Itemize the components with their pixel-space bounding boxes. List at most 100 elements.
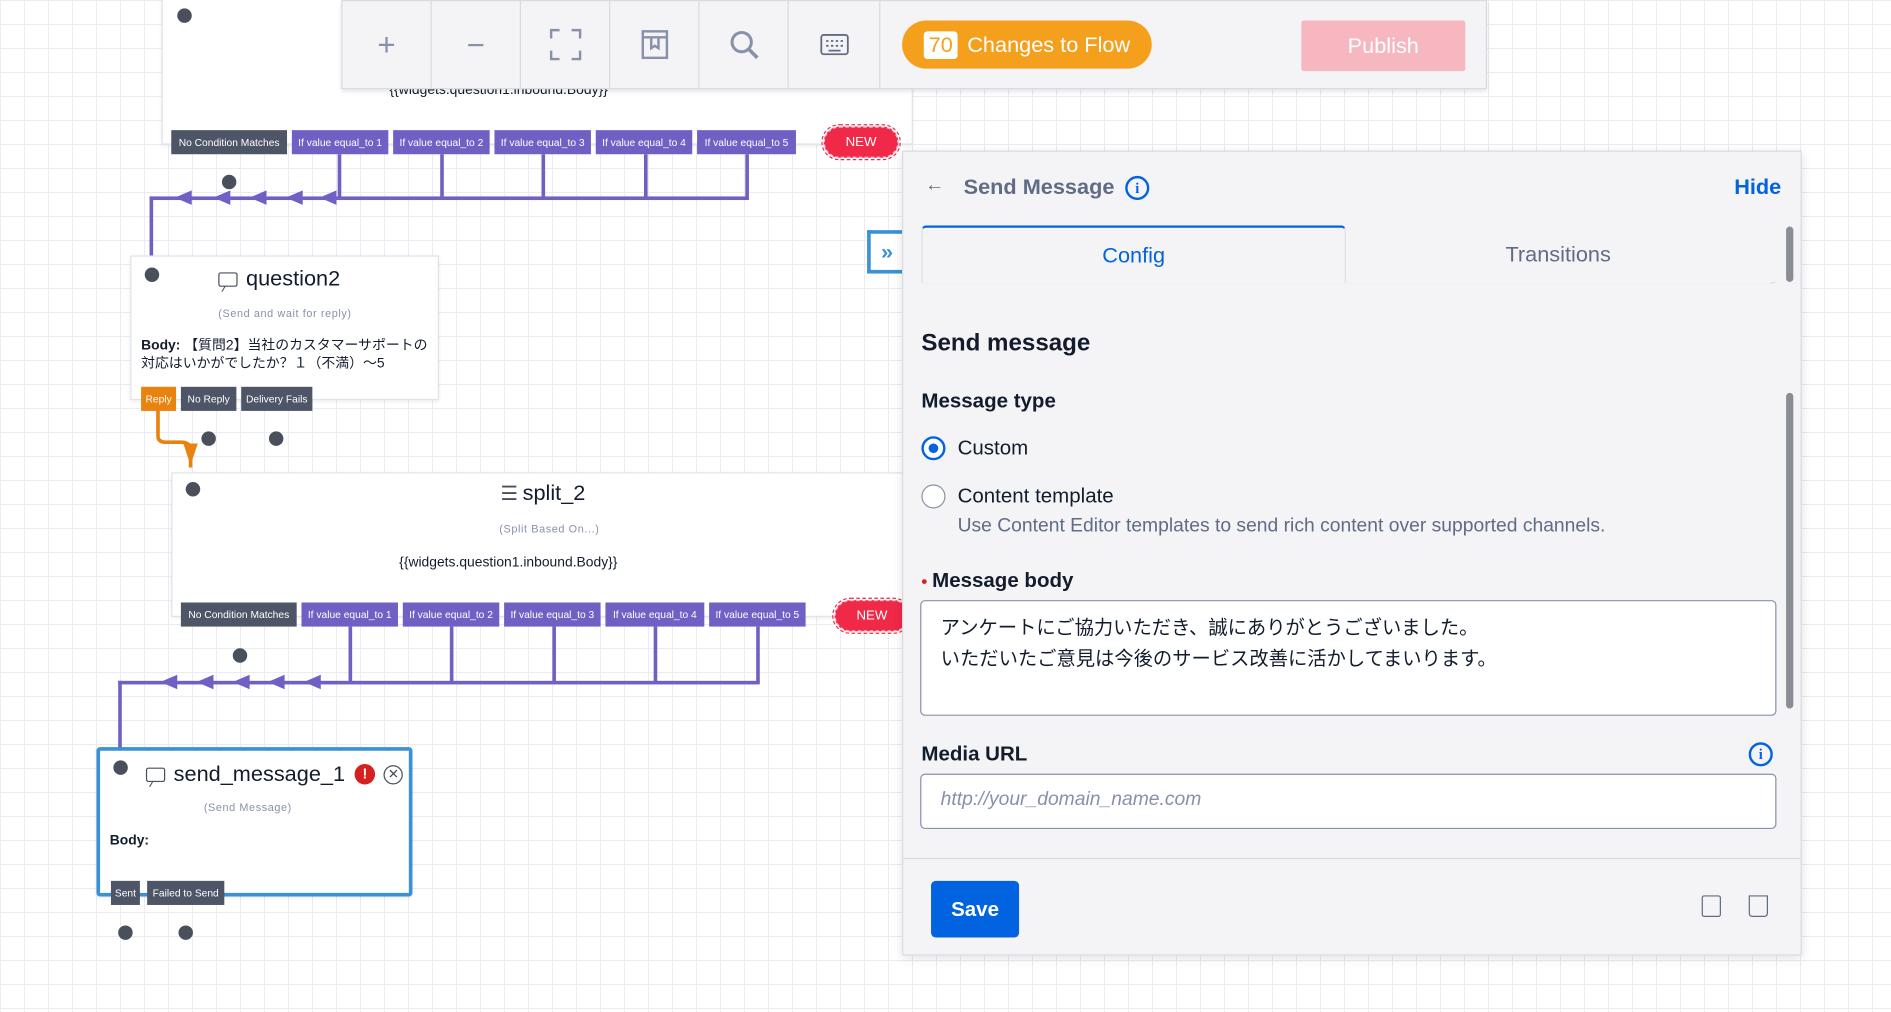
transition-delivery-fails[interactable]: Delivery Fails xyxy=(241,386,313,411)
duplicate-icon[interactable] xyxy=(1701,895,1721,918)
connector-line xyxy=(149,196,749,201)
back-arrow-icon[interactable]: ← xyxy=(925,174,945,196)
search-svg xyxy=(729,31,759,60)
connector-handle[interactable] xyxy=(268,431,284,446)
transition-no-reply[interactable]: No Reply xyxy=(180,386,237,411)
transition-equal-4[interactable]: If value equal_to 4 xyxy=(605,602,705,627)
connector-handle[interactable] xyxy=(178,925,193,940)
connector-handle[interactable] xyxy=(221,174,237,190)
radio-content-template-label[interactable]: Content template xyxy=(957,484,1114,508)
transition-equal-1[interactable]: If value equal_to 1 xyxy=(301,602,398,627)
panel-footer: Save xyxy=(903,857,1801,957)
zoom-out-icon[interactable]: − xyxy=(432,0,521,90)
reply-connector xyxy=(156,409,198,468)
search-icon[interactable] xyxy=(699,0,789,90)
info-icon[interactable]: i xyxy=(1125,175,1150,201)
delete-icon[interactable] xyxy=(1748,895,1768,918)
widget-title: question2 xyxy=(218,266,340,291)
connector-line xyxy=(552,626,556,683)
transition-reply[interactable]: Reply xyxy=(141,386,177,411)
tabs-scrollbar[interactable] xyxy=(1786,226,1794,282)
changes-to-flow-button[interactable]: 70 Changes to Flow xyxy=(902,20,1152,69)
chat-icon xyxy=(145,766,166,782)
transition-equal-4[interactable]: If value equal_to 4 xyxy=(595,130,693,155)
transition-equal-1[interactable]: If value equal_to 1 xyxy=(291,130,389,155)
panel-header: ← Send Message i Hide xyxy=(903,152,1800,224)
transition-equal-2[interactable]: If value equal_to 2 xyxy=(393,130,490,155)
required-indicator: • xyxy=(921,571,928,591)
split-icon: ☰ xyxy=(500,483,518,505)
widget-input-dot[interactable] xyxy=(185,482,201,497)
transition-equal-5[interactable]: If value equal_to 5 xyxy=(709,602,806,627)
transition-no-condition[interactable]: No Condition Matches xyxy=(180,602,297,627)
radio-content-template[interactable] xyxy=(921,484,946,509)
widget-send-message-1[interactable]: send_message_1 ! ✕ (Send Message) Body: xyxy=(96,747,413,897)
notes-icon[interactable] xyxy=(610,0,700,90)
transition-failed-to-send[interactable]: Failed to Send xyxy=(147,880,225,905)
connector-line xyxy=(756,626,760,683)
transition-no-condition[interactable]: No Condition Matches xyxy=(171,130,288,155)
new-transition-button[interactable]: NEW xyxy=(821,124,901,161)
transition-equal-3[interactable]: If value equal_to 3 xyxy=(504,602,601,627)
widget-subtitle: (Send and wait for reply) xyxy=(218,307,352,320)
connector-arrow xyxy=(160,674,178,690)
widget-title: ☰ split_2 xyxy=(500,481,585,506)
transition-equal-3[interactable]: If value equal_to 3 xyxy=(494,130,591,155)
connector-line xyxy=(541,154,546,198)
fit-screen-icon[interactable] xyxy=(521,0,611,90)
canvas-toolbar: + − 70 Changes to Flow Publish xyxy=(341,0,1487,90)
media-url-info-icon[interactable]: i xyxy=(1748,742,1773,767)
transition-equal-5[interactable]: If value equal_to 5 xyxy=(697,130,796,155)
connector-line xyxy=(440,154,444,198)
connector-line xyxy=(118,680,760,685)
widget-input-dot[interactable] xyxy=(177,8,192,23)
widget-body: Body: 【質問2】当社のカスタマーサポートの対応はいかがでしたか？１（不満）… xyxy=(141,337,430,373)
media-url-input[interactable]: http://your_domain_name.com xyxy=(920,773,1777,830)
connector-line xyxy=(149,196,154,260)
radio-custom-label[interactable]: Custom xyxy=(957,436,1029,460)
chat-icon xyxy=(218,271,238,287)
changes-count: 70 xyxy=(923,30,958,59)
media-url-label: Media URL xyxy=(921,742,1028,766)
connector-line xyxy=(644,154,648,198)
connector-line xyxy=(337,154,342,198)
panel-title: Send Message xyxy=(963,174,1115,199)
widget-title-text: send_message_1 xyxy=(173,761,346,786)
connector-arrow xyxy=(303,674,321,690)
transition-sent[interactable]: Sent xyxy=(110,880,140,905)
widget-split-2[interactable]: ☰ split_2 (Split Based On...) {{widgets.… xyxy=(171,472,907,617)
connector-handle[interactable] xyxy=(201,431,216,446)
message-body-label-text: Message body xyxy=(932,568,1074,592)
error-icon: ! xyxy=(354,763,376,785)
panel-scrollbar[interactable] xyxy=(1786,392,1794,709)
connector-handle[interactable] xyxy=(118,925,133,940)
connector-handle[interactable] xyxy=(232,648,248,663)
widget-title-text: split_2 xyxy=(522,480,586,505)
collapse-panel-icon[interactable]: » xyxy=(867,230,904,274)
zoom-in-icon[interactable]: + xyxy=(343,0,432,90)
connector-arrow xyxy=(267,674,285,690)
radio-custom[interactable] xyxy=(921,436,946,461)
transition-equal-2[interactable]: If value equal_to 2 xyxy=(402,602,500,627)
keyboard-icon[interactable] xyxy=(789,0,881,90)
hide-panel-link[interactable]: Hide xyxy=(1734,174,1782,199)
message-body-textarea[interactable]: アンケートにご協力いただき、誠にありがとうございました。 いただいたご意見は今後… xyxy=(920,600,1777,716)
widget-input-dot[interactable] xyxy=(144,267,160,282)
fit-screen-svg xyxy=(549,28,581,61)
widget-title: send_message_1 ! ✕ xyxy=(145,761,403,787)
tab-config[interactable]: Config xyxy=(921,225,1346,284)
widget-question2[interactable]: question2 (Send and wait for reply) Body… xyxy=(130,255,439,401)
connector-arrow xyxy=(232,674,250,690)
new-transition-button[interactable]: NEW xyxy=(832,597,912,634)
widget-subtitle: (Send Message) xyxy=(203,801,292,814)
close-icon[interactable]: ✕ xyxy=(383,764,403,784)
connector-arrow xyxy=(213,190,231,205)
changes-label: Changes to Flow xyxy=(967,31,1131,57)
save-button[interactable]: Save xyxy=(931,880,1020,938)
widget-title-text: question2 xyxy=(246,266,341,291)
widget-input-dot[interactable] xyxy=(113,760,128,775)
tab-transitions[interactable]: Transitions xyxy=(1345,225,1771,284)
keyboard-svg xyxy=(819,34,849,56)
connector-arrow xyxy=(196,674,214,690)
publish-button[interactable]: Publish xyxy=(1301,20,1466,72)
